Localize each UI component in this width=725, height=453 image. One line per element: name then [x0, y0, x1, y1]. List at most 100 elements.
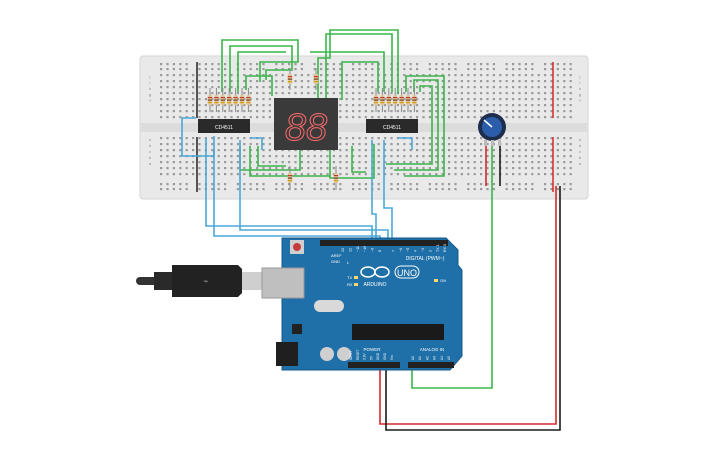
breadboard-hole[interactable] — [563, 98, 566, 101]
breadboard-hole[interactable] — [422, 74, 425, 77]
breadboard-hole[interactable] — [550, 104, 553, 107]
breadboard-hole[interactable] — [556, 161, 559, 164]
breadboard-hole[interactable] — [262, 92, 265, 95]
breadboard-hole[interactable] — [569, 155, 572, 158]
breadboard-hole[interactable] — [499, 74, 502, 77]
breadboard-hole[interactable] — [550, 149, 553, 152]
breadboard-hole[interactable] — [268, 173, 271, 176]
breadboard-hole[interactable] — [198, 74, 201, 77]
rail-hole[interactable] — [428, 63, 431, 66]
breadboard-hole[interactable] — [428, 155, 431, 158]
breadboard-hole[interactable] — [192, 149, 195, 152]
rail-hole[interactable] — [563, 183, 566, 186]
breadboard-hole[interactable] — [544, 74, 547, 77]
breadboard-hole[interactable] — [454, 116, 457, 119]
breadboard-hole[interactable] — [537, 98, 540, 101]
breadboard-hole[interactable] — [268, 104, 271, 107]
breadboard-hole[interactable] — [467, 74, 470, 77]
breadboard-hole[interactable] — [492, 80, 495, 83]
rail-hole[interactable] — [416, 188, 419, 191]
breadboard-hole[interactable] — [275, 155, 278, 158]
breadboard-hole[interactable] — [467, 110, 470, 113]
breadboard-hole[interactable] — [268, 143, 271, 146]
breadboard-hole[interactable] — [204, 74, 207, 77]
rail-hole[interactable] — [288, 188, 291, 191]
breadboard-hole[interactable] — [300, 167, 303, 170]
breadboard-hole[interactable] — [339, 104, 342, 107]
rail-hole[interactable] — [448, 63, 451, 66]
rail-hole[interactable] — [166, 63, 169, 66]
breadboard-hole[interactable] — [505, 74, 508, 77]
breadboard-hole[interactable] — [358, 149, 361, 152]
rail-hole[interactable] — [441, 183, 444, 186]
breadboard-hole[interactable] — [441, 143, 444, 146]
breadboard-hole[interactable] — [499, 86, 502, 89]
rail-hole[interactable] — [473, 68, 476, 71]
breadboard-hole[interactable] — [384, 92, 387, 95]
rail-hole[interactable] — [288, 68, 291, 71]
breadboard-hole[interactable] — [185, 110, 188, 113]
breadboard-hole[interactable] — [531, 143, 534, 146]
breadboard-hole[interactable] — [563, 155, 566, 158]
breadboard-hole[interactable] — [211, 104, 214, 107]
breadboard-hole[interactable] — [179, 110, 182, 113]
breadboard-hole[interactable] — [390, 92, 393, 95]
breadboard-hole[interactable] — [569, 86, 572, 89]
breadboard-hole[interactable] — [262, 80, 265, 83]
breadboard-hole[interactable] — [256, 80, 259, 83]
breadboard-hole[interactable] — [179, 104, 182, 107]
breadboard-hole[interactable] — [377, 143, 380, 146]
breadboard-hole[interactable] — [512, 110, 515, 113]
breadboard-hole[interactable] — [185, 116, 188, 119]
breadboard-hole[interactable] — [428, 167, 431, 170]
breadboard-hole[interactable] — [217, 74, 220, 77]
breadboard-hole[interactable] — [358, 74, 361, 77]
breadboard-hole[interactable] — [217, 110, 220, 113]
breadboard-hole[interactable] — [275, 80, 278, 83]
breadboard-hole[interactable] — [172, 110, 175, 113]
breadboard-hole[interactable] — [217, 149, 220, 152]
breadboard-hole[interactable] — [358, 92, 361, 95]
breadboard-hole[interactable] — [492, 110, 495, 113]
breadboard-hole[interactable] — [403, 86, 406, 89]
breadboard-hole[interactable] — [345, 143, 348, 146]
breadboard-hole[interactable] — [377, 137, 380, 140]
breadboard-hole[interactable] — [390, 104, 393, 107]
breadboard-hole[interactable] — [236, 155, 239, 158]
breadboard-hole[interactable] — [435, 110, 438, 113]
breadboard-hole[interactable] — [422, 92, 425, 95]
breadboard-hole[interactable] — [268, 149, 271, 152]
breadboard-hole[interactable] — [185, 86, 188, 89]
rail-hole[interactable] — [556, 68, 559, 71]
breadboard-hole[interactable] — [307, 161, 310, 164]
breadboard-hole[interactable] — [518, 92, 521, 95]
breadboard-hole[interactable] — [262, 149, 265, 152]
breadboard-hole[interactable] — [339, 74, 342, 77]
breadboard-hole[interactable] — [441, 104, 444, 107]
breadboard-hole[interactable] — [268, 80, 271, 83]
breadboard-hole[interactable] — [556, 155, 559, 158]
breadboard-hole[interactable] — [236, 143, 239, 146]
breadboard-hole[interactable] — [160, 161, 163, 164]
breadboard-hole[interactable] — [550, 116, 553, 119]
breadboard-hole[interactable] — [243, 137, 246, 140]
breadboard-hole[interactable] — [505, 86, 508, 89]
rail-hole[interactable] — [416, 183, 419, 186]
rail-hole[interactable] — [217, 68, 220, 71]
breadboard-hole[interactable] — [544, 149, 547, 152]
breadboard-hole[interactable] — [550, 74, 553, 77]
breadboard-hole[interactable] — [524, 155, 527, 158]
breadboard-hole[interactable] — [460, 86, 463, 89]
breadboard-hole[interactable] — [224, 86, 227, 89]
rail-hole[interactable] — [512, 188, 515, 191]
breadboard-hole[interactable] — [428, 116, 431, 119]
breadboard-hole[interactable] — [281, 74, 284, 77]
breadboard-hole[interactable] — [294, 161, 297, 164]
breadboard-hole[interactable] — [192, 104, 195, 107]
breadboard-hole[interactable] — [179, 80, 182, 83]
breadboard-hole[interactable] — [531, 137, 534, 140]
breadboard-hole[interactable] — [499, 80, 502, 83]
breadboard-hole[interactable] — [422, 86, 425, 89]
breadboard-hole[interactable] — [428, 137, 431, 140]
breadboard-hole[interactable] — [569, 167, 572, 170]
